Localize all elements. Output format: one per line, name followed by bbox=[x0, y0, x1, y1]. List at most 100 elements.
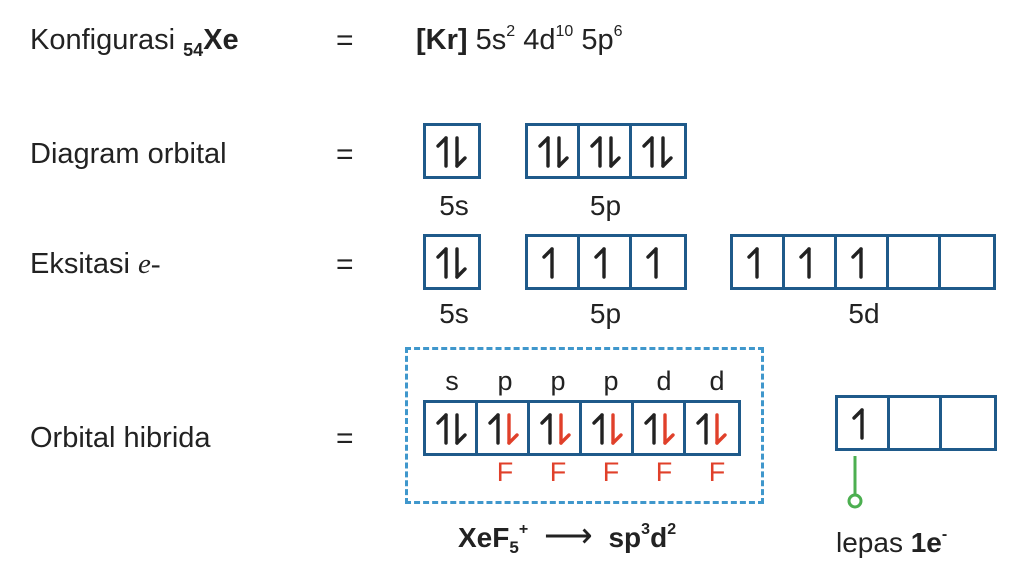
orbital-cell bbox=[941, 237, 993, 287]
orbital-cell bbox=[733, 237, 785, 287]
hybrid-orbital-label: s bbox=[445, 366, 459, 396]
orbital-cell bbox=[785, 237, 837, 287]
fluorine-label: F bbox=[708, 457, 726, 487]
orbital-box-5s bbox=[423, 123, 481, 179]
electron-charge: - bbox=[150, 248, 161, 280]
fluorine-label: F bbox=[496, 457, 514, 487]
caption-5p: 5p bbox=[589, 190, 622, 221]
orbital-cell bbox=[528, 126, 580, 176]
electron-up-arrow bbox=[592, 413, 604, 445]
hybridization-sup: 2 bbox=[667, 521, 677, 538]
fluorine-label: F bbox=[655, 457, 673, 487]
orbital-cell bbox=[582, 403, 634, 453]
orbital-box-5p bbox=[525, 123, 687, 179]
electron-up-arrow bbox=[436, 136, 448, 168]
electron-up-arrow bbox=[436, 413, 448, 445]
orbital-cell bbox=[889, 237, 941, 287]
orbital-box-5p bbox=[525, 234, 687, 290]
orbital-cell bbox=[530, 403, 582, 453]
electron-up-arrow bbox=[696, 413, 708, 445]
fluorine-label: F bbox=[549, 457, 567, 487]
orbital-cell bbox=[426, 126, 478, 176]
orbital-cell bbox=[632, 237, 684, 287]
orbital-cell bbox=[632, 126, 684, 176]
hybrid-orbital-label: d bbox=[709, 366, 725, 396]
electron-down-arrow bbox=[611, 413, 623, 445]
electron-configuration: [Kr] 5s2 4d10 5p6 bbox=[416, 24, 623, 57]
released-orbital-box bbox=[835, 395, 997, 451]
caption-5d: 5d bbox=[848, 298, 880, 329]
config-term: 5s2 bbox=[475, 23, 516, 57]
hybrid-orbital-group bbox=[405, 347, 764, 504]
orbital-cell bbox=[686, 403, 738, 453]
excitation-label: Eksitasi e- bbox=[30, 248, 161, 281]
electron-up-arrow bbox=[594, 247, 606, 279]
electron-down-arrow bbox=[661, 136, 673, 168]
orbital-cell bbox=[478, 403, 530, 453]
hybrid-orbital-label: p bbox=[603, 366, 619, 396]
orbital-cell bbox=[838, 398, 890, 448]
element-symbol: Xe bbox=[203, 24, 239, 56]
orbital-box-5s bbox=[423, 234, 481, 290]
electron-down-arrow bbox=[609, 136, 621, 168]
electron-down-arrow bbox=[507, 413, 519, 445]
electron-up-arrow bbox=[540, 413, 552, 445]
orbital-cell bbox=[426, 237, 478, 287]
molecule-formula: XeF bbox=[458, 522, 510, 553]
caption-5p: 5p bbox=[589, 298, 622, 329]
hybrid-orbital-box bbox=[423, 400, 741, 456]
electron-down-arrow bbox=[455, 136, 467, 168]
excitation-label-text: Eksitasi bbox=[30, 248, 138, 280]
config-term: 4d10 bbox=[523, 23, 574, 57]
electron-up-arrow bbox=[646, 247, 658, 279]
config-label-text: Konfigurasi bbox=[30, 24, 176, 56]
formula-charge: + bbox=[518, 521, 529, 538]
hybrid-orbital-label: p bbox=[497, 366, 513, 396]
hybridization: sp bbox=[608, 522, 642, 553]
release-label: lepas 1e- bbox=[836, 527, 947, 559]
electron-up-arrow bbox=[542, 247, 554, 279]
atomic-number: 54 bbox=[183, 40, 204, 60]
electron-up-arrow bbox=[642, 136, 654, 168]
electron-up-arrow bbox=[538, 136, 550, 168]
orbital-cell bbox=[634, 403, 686, 453]
equals-sign: = bbox=[336, 248, 354, 281]
electron-down-arrow bbox=[455, 413, 467, 445]
electron-down-arrow bbox=[715, 413, 727, 445]
config-term: 5p6 bbox=[581, 23, 623, 57]
hybridization-d: d bbox=[650, 522, 668, 553]
hybridization-sup: 3 bbox=[641, 521, 651, 538]
config-label: Konfigurasi 54Xe bbox=[30, 24, 239, 61]
electron-up-arrow bbox=[488, 413, 500, 445]
equals-sign: = bbox=[336, 24, 354, 57]
electron-up-arrow bbox=[851, 247, 863, 279]
hybridization-equation: XeF5+ ⟶ sp3d2 bbox=[458, 516, 676, 558]
formula-subscript: 5 bbox=[509, 538, 519, 557]
electron-down-arrow bbox=[663, 413, 675, 445]
electron-up-arrow bbox=[799, 247, 811, 279]
electron-up-arrow bbox=[644, 413, 656, 445]
electron-up-arrow bbox=[852, 408, 864, 440]
noble-gas-core: [Kr] bbox=[416, 24, 468, 56]
release-electron: 1e bbox=[910, 527, 942, 558]
release-charge: - bbox=[941, 526, 948, 543]
orbital-cell bbox=[890, 398, 942, 448]
caption-5s: 5s bbox=[439, 298, 469, 329]
diagram-label: Diagram orbital bbox=[30, 138, 227, 170]
orbital-box-5d bbox=[730, 234, 996, 290]
electron-down-arrow bbox=[557, 136, 569, 168]
electron-down-arrow bbox=[559, 413, 571, 445]
equals-sign: = bbox=[336, 422, 354, 455]
orbital-cell bbox=[580, 126, 632, 176]
hybrid-orbital-label: p bbox=[550, 366, 566, 396]
hybrid-label: Orbital hibrida bbox=[30, 422, 211, 454]
hybrid-orbital-label: d bbox=[656, 366, 672, 396]
connector-pin-icon bbox=[847, 456, 863, 509]
caption-5s: 5s bbox=[439, 190, 469, 221]
electron-down-arrow bbox=[455, 247, 467, 279]
release-text: lepas bbox=[836, 527, 911, 558]
fluorine-label: F bbox=[602, 457, 620, 487]
orbital-cell bbox=[580, 237, 632, 287]
orbital-cell bbox=[528, 237, 580, 287]
orbital-cell bbox=[837, 237, 889, 287]
